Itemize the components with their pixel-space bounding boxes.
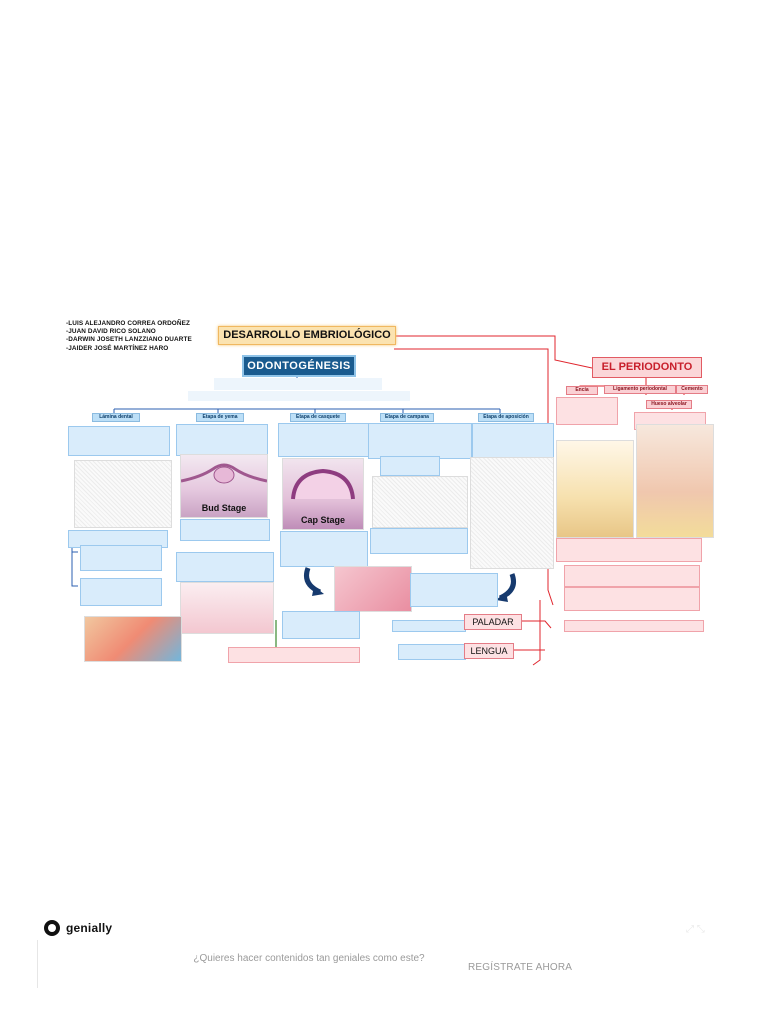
intro-text [214, 378, 382, 390]
bud-stage-caption: Bud Stage [201, 503, 247, 513]
tongue-development-image [84, 616, 182, 662]
bell-stage-image [372, 476, 468, 528]
periodonto-description-3 [564, 587, 700, 611]
author: -JAIDER JOSÉ MARTÍNEZ HARO [66, 344, 169, 352]
cap-stage-image: Cap Stage [282, 458, 364, 530]
curved-arrow-left-icon [304, 567, 324, 596]
stage-yema: Etapa de yema [196, 413, 244, 422]
periodonto-description-1 [556, 538, 702, 562]
author: -DARWIN JOSETH LANZZIANO DUARTE [66, 336, 192, 344]
palate-formation-note [228, 647, 360, 663]
genially-logo-icon [44, 920, 60, 936]
main-title: DESARROLLO EMBRIOLÓGICO [218, 326, 396, 345]
stage-lamina-dental: Lámina dental [92, 413, 140, 422]
periodonto-encia: Encía [566, 386, 598, 395]
odontogenesis-title: ODONTOGÉNESIS [242, 355, 356, 377]
paladar-notes [282, 611, 360, 639]
periodonto-ligamento: Ligamento periodontal [604, 385, 676, 394]
casquete-notes [280, 531, 368, 567]
lengua-link-text [398, 644, 466, 660]
periodonto-image-right [636, 424, 714, 538]
aposicion-description [472, 423, 554, 459]
intro-text [188, 391, 410, 401]
lamina-notes-2 [80, 545, 162, 571]
stage-casquete: Etapa de casquete [290, 413, 346, 422]
campana-notes-2 [370, 528, 468, 554]
stage-aposicion: Etapa de aposición [478, 413, 534, 422]
casquete-description [278, 423, 370, 457]
bud-stage-image: Bud Stage [180, 454, 268, 518]
stage-campana: Etapa de campana [380, 413, 434, 422]
register-button[interactable]: REGÍSTRATE AHORA [468, 962, 573, 973]
yema-notes [180, 519, 270, 541]
lengua-description [410, 573, 498, 607]
genially-logo[interactable]: genially [44, 920, 112, 936]
palate-development-image [334, 566, 412, 612]
yema-description [176, 424, 268, 456]
periodonto-cemento: Cemento [676, 385, 708, 394]
periodonto-title: EL PERIODONTO [592, 357, 702, 378]
periodonto-description-2 [564, 565, 700, 587]
campana-description [368, 423, 472, 459]
cap-stage-caption: Cap Stage [300, 515, 345, 525]
footer-divider [37, 940, 38, 988]
curved-arrow-right-icon [496, 573, 516, 602]
appositional-stage-image [470, 457, 554, 569]
author: -LUIS ALEJANDRO CORREA ORDOÑEZ [66, 320, 190, 327]
footer-cta-text: ¿Quieres hacer contenidos tan geniales c… [193, 953, 425, 964]
campana-notes [380, 456, 440, 476]
brand-name: genially [66, 921, 113, 935]
paladar-node: PALADAR [464, 614, 522, 630]
author: -JUAN DAVID RICO SOLANO [66, 328, 156, 336]
lamina-description [68, 426, 170, 456]
encia-description [556, 397, 618, 425]
authors-list: -LUIS ALEJANDRO CORREA ORDOÑEZ -JUAN DAV… [66, 320, 192, 353]
yema-notes-2 [176, 552, 274, 582]
head-development-image [180, 582, 274, 634]
paladar-link-text [392, 620, 466, 632]
share-icon[interactable]: ⤢ ⤡ [686, 924, 705, 935]
lengua-node: LENGUA [464, 643, 514, 659]
periodonto-hueso: Hueso alveolar [646, 400, 692, 409]
lamina-notes-3 [80, 578, 162, 606]
periodonto-description-4 [564, 620, 704, 632]
cap-shape [291, 468, 355, 500]
periodonto-image-left [556, 440, 634, 538]
bud-shape [181, 463, 267, 484]
lamina-dental-image [74, 460, 172, 528]
